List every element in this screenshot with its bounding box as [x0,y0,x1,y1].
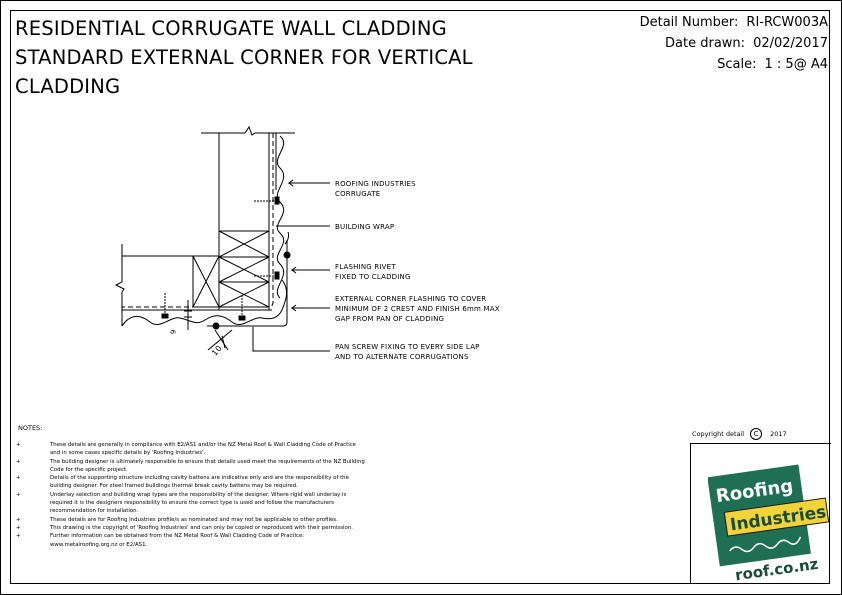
callout-flashing-rivet: FLASHING RIVET FIXED TO CLADDING [335,262,411,282]
drawing-border [10,10,830,584]
scale-value: 1 : 5@ A4 [764,57,828,72]
note-line: Further information can be obtained from… [50,533,305,540]
break-line-left [114,244,125,326]
note-line: building designer. For steel framed buil… [50,483,298,490]
break-line-top [201,125,295,136]
bullet-icon: + [16,442,21,448]
note-line: Details of the supporting structure incl… [50,475,349,482]
note-line: recommendation for installation. [50,508,139,515]
cavity-batten-stack [218,230,270,308]
callout-line: CORRUGATE [335,190,381,198]
note-item: + Underlay selection and building wrap t… [14,491,434,516]
corrugate-horizontal [121,279,288,327]
callout-building-wrap: BUILDING WRAP [335,222,394,232]
callout-line: PAN SCREW FIXING TO EVERY SIDE LAP [335,343,480,351]
note-line: Code for the specific project. [50,466,128,473]
dimension-gap [184,300,192,330]
dimension-cover [207,329,233,351]
flashing-rivets [212,251,291,330]
copyright-label: Copyright detail [692,430,745,438]
logo-panel [690,443,831,584]
notes-heading: NOTES: [18,424,43,432]
notes-list: + These details are generally in complia… [14,441,434,549]
date-value: 02/02/2017 [753,36,828,51]
callout-line: BUILDING WRAP [335,223,395,231]
title-line: RESIDENTIAL CORRUGATE WALL CLADDING [15,17,447,40]
note-line: The building designer is ultimately resp… [50,458,365,465]
scale-label: Scale: [717,57,757,72]
title-line: CLADDING [15,75,121,98]
date-label: Date drawn: [665,36,746,51]
note-item: + Details of the supporting structure in… [14,474,434,491]
copyright-icon: C [750,428,763,440]
title-line: STANDARD EXTERNAL CORNER FOR VERTICAL [15,46,473,69]
copyright-year: 2017 [770,430,787,438]
pan-screws [161,196,280,321]
note-item: + Further information can be obtained fr… [14,532,434,549]
title-block-info: Detail Number: RI-RCW003A Date drawn: 02/0… [640,12,828,75]
bullet-icon: + [16,458,21,465]
note-line: This drawing is the copyright of 'Roofin… [50,524,353,531]
callout-line: AND TO ALTERNATE CORRUGATIONS [335,353,469,361]
note-line: These details are for Roofing Industries… [50,516,338,523]
note-item: + This drawing is the copyright of 'Roof… [14,524,434,532]
callout-line: FLASHING RIVET [335,263,396,271]
roofing-industries-logo: Roofing Industries roof.co.nz [708,464,830,581]
note-line: and in some cases specific details by 'R… [50,450,206,457]
note-item: + These details are generally in complia… [14,441,434,458]
copyright-notice: Copyright detail C 2017 [692,428,787,440]
date-row: Date drawn: 02/02/2017 [640,33,828,54]
callout-line: ROOFING INDUSTRIES [335,180,416,188]
bullet-icon: + [16,524,21,531]
logo-yellow-band [723,497,830,537]
cavity-batten-horizontal [192,255,220,308]
note-item: + The building designer is ultimately re… [14,458,434,475]
bullet-icon: + [16,533,21,540]
bullet-icon: + [16,516,21,523]
callout-corrugate: ROOFING INDUSTRIES CORRUGATE [335,179,416,199]
dimension-gap-label: 6 [168,329,177,335]
note-line: required it is the designers responsibil… [50,500,335,507]
note-item: + These details are for Roofing Industri… [14,516,434,524]
corner-flashing [207,231,290,327]
note-line: www.metalroofing.org.nz or E2/AS1. [50,541,148,548]
callout-line: EXTERNAL CORNER FLASHING TO COVER [335,295,487,303]
logo-wave-icon [729,536,802,553]
callout-line: MINIMUM OF 2 CREST AND FINISH 6mm MAX [335,305,500,313]
corrugate-vertical [276,135,285,299]
bullet-icon: + [16,475,21,482]
note-line: These details are generally in complianc… [50,442,357,448]
detail-number-row: Detail Number: RI-RCW003A [640,12,828,33]
callout-line: GAP FROM PAN OF CLADDING [335,315,445,323]
building-wrap-line [122,133,274,308]
callout-leaders [252,179,330,352]
callout-external-corner-flashing: EXTERNAL CORNER FLASHING TO COVER MINIMU… [335,294,500,324]
drawing-title: RESIDENTIAL CORRUGATE WALL CLADDING STAN… [15,14,473,101]
callout-line: FIXED TO CLADDING [335,273,411,281]
detail-number-label: Detail Number: [639,15,739,30]
note-line: Underlay selection and building wrap typ… [50,491,347,498]
scale-row: Scale: 1 : 5@ A4 [640,54,828,75]
detail-number: RI-RCW003A [746,15,828,30]
callout-pan-screw: PAN SCREW FIXING TO EVERY SIDE LAP AND T… [335,342,480,362]
bullet-icon: + [16,491,21,498]
